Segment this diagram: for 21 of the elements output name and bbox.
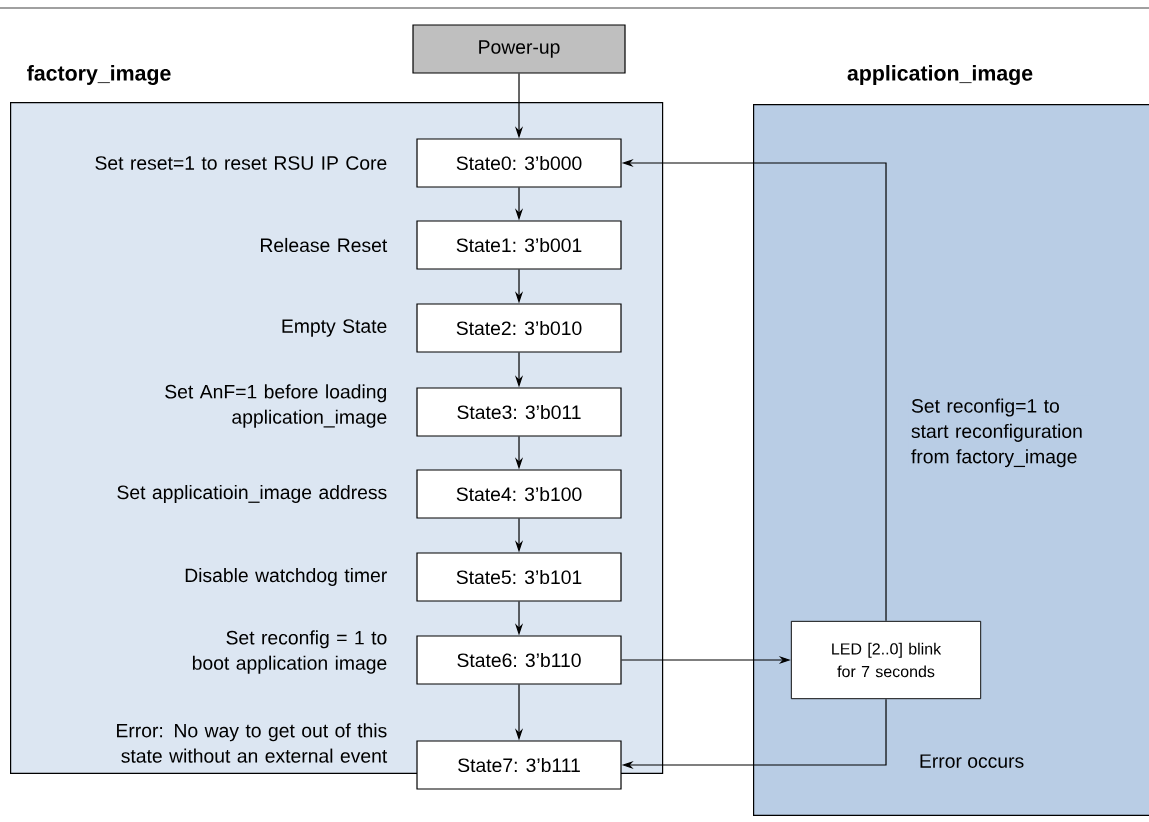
state-description: Set reconfig = 1 to boot application image — [192, 630, 387, 674]
process-box: LED [2..0] blink for 7 seconds — [790, 620, 982, 700]
state-box: State0: 3’b000 — [416, 138, 622, 188]
state-box: State4: 3’b100 — [416, 469, 622, 519]
state-box: State3: 3’b011 — [416, 387, 622, 437]
state-box: State6: 3’b110 — [416, 635, 622, 685]
state-box: State1: 3’b001 — [416, 220, 622, 270]
edge-label: Set reconfig=1 to start reconfiguration from factory_image — [908, 395, 1094, 470]
state-box: State2: 3’b010 — [416, 303, 622, 353]
state-description: Error: No way to get out of this state without an external event — [117, 723, 388, 763]
state-box: State5: 3’b101 — [416, 552, 622, 602]
state-description: Set AnF=1 before loading application_image — [165, 384, 387, 428]
state-description: Set reset=1 to reset RSU IP Core — [95, 156, 387, 170]
state-description: Release Reset — [261, 237, 388, 253]
panel-heading: factory_image — [27, 65, 171, 85]
state-description: Empty State — [282, 319, 387, 337]
state-box: State7: 3’b111 — [416, 740, 622, 790]
state-description: Disable watchdog timer — [185, 568, 387, 586]
state-description: Set applicatioin_image address — [117, 485, 387, 503]
start-box: Power-up — [412, 24, 626, 74]
panel-heading: application_image — [847, 65, 1033, 85]
